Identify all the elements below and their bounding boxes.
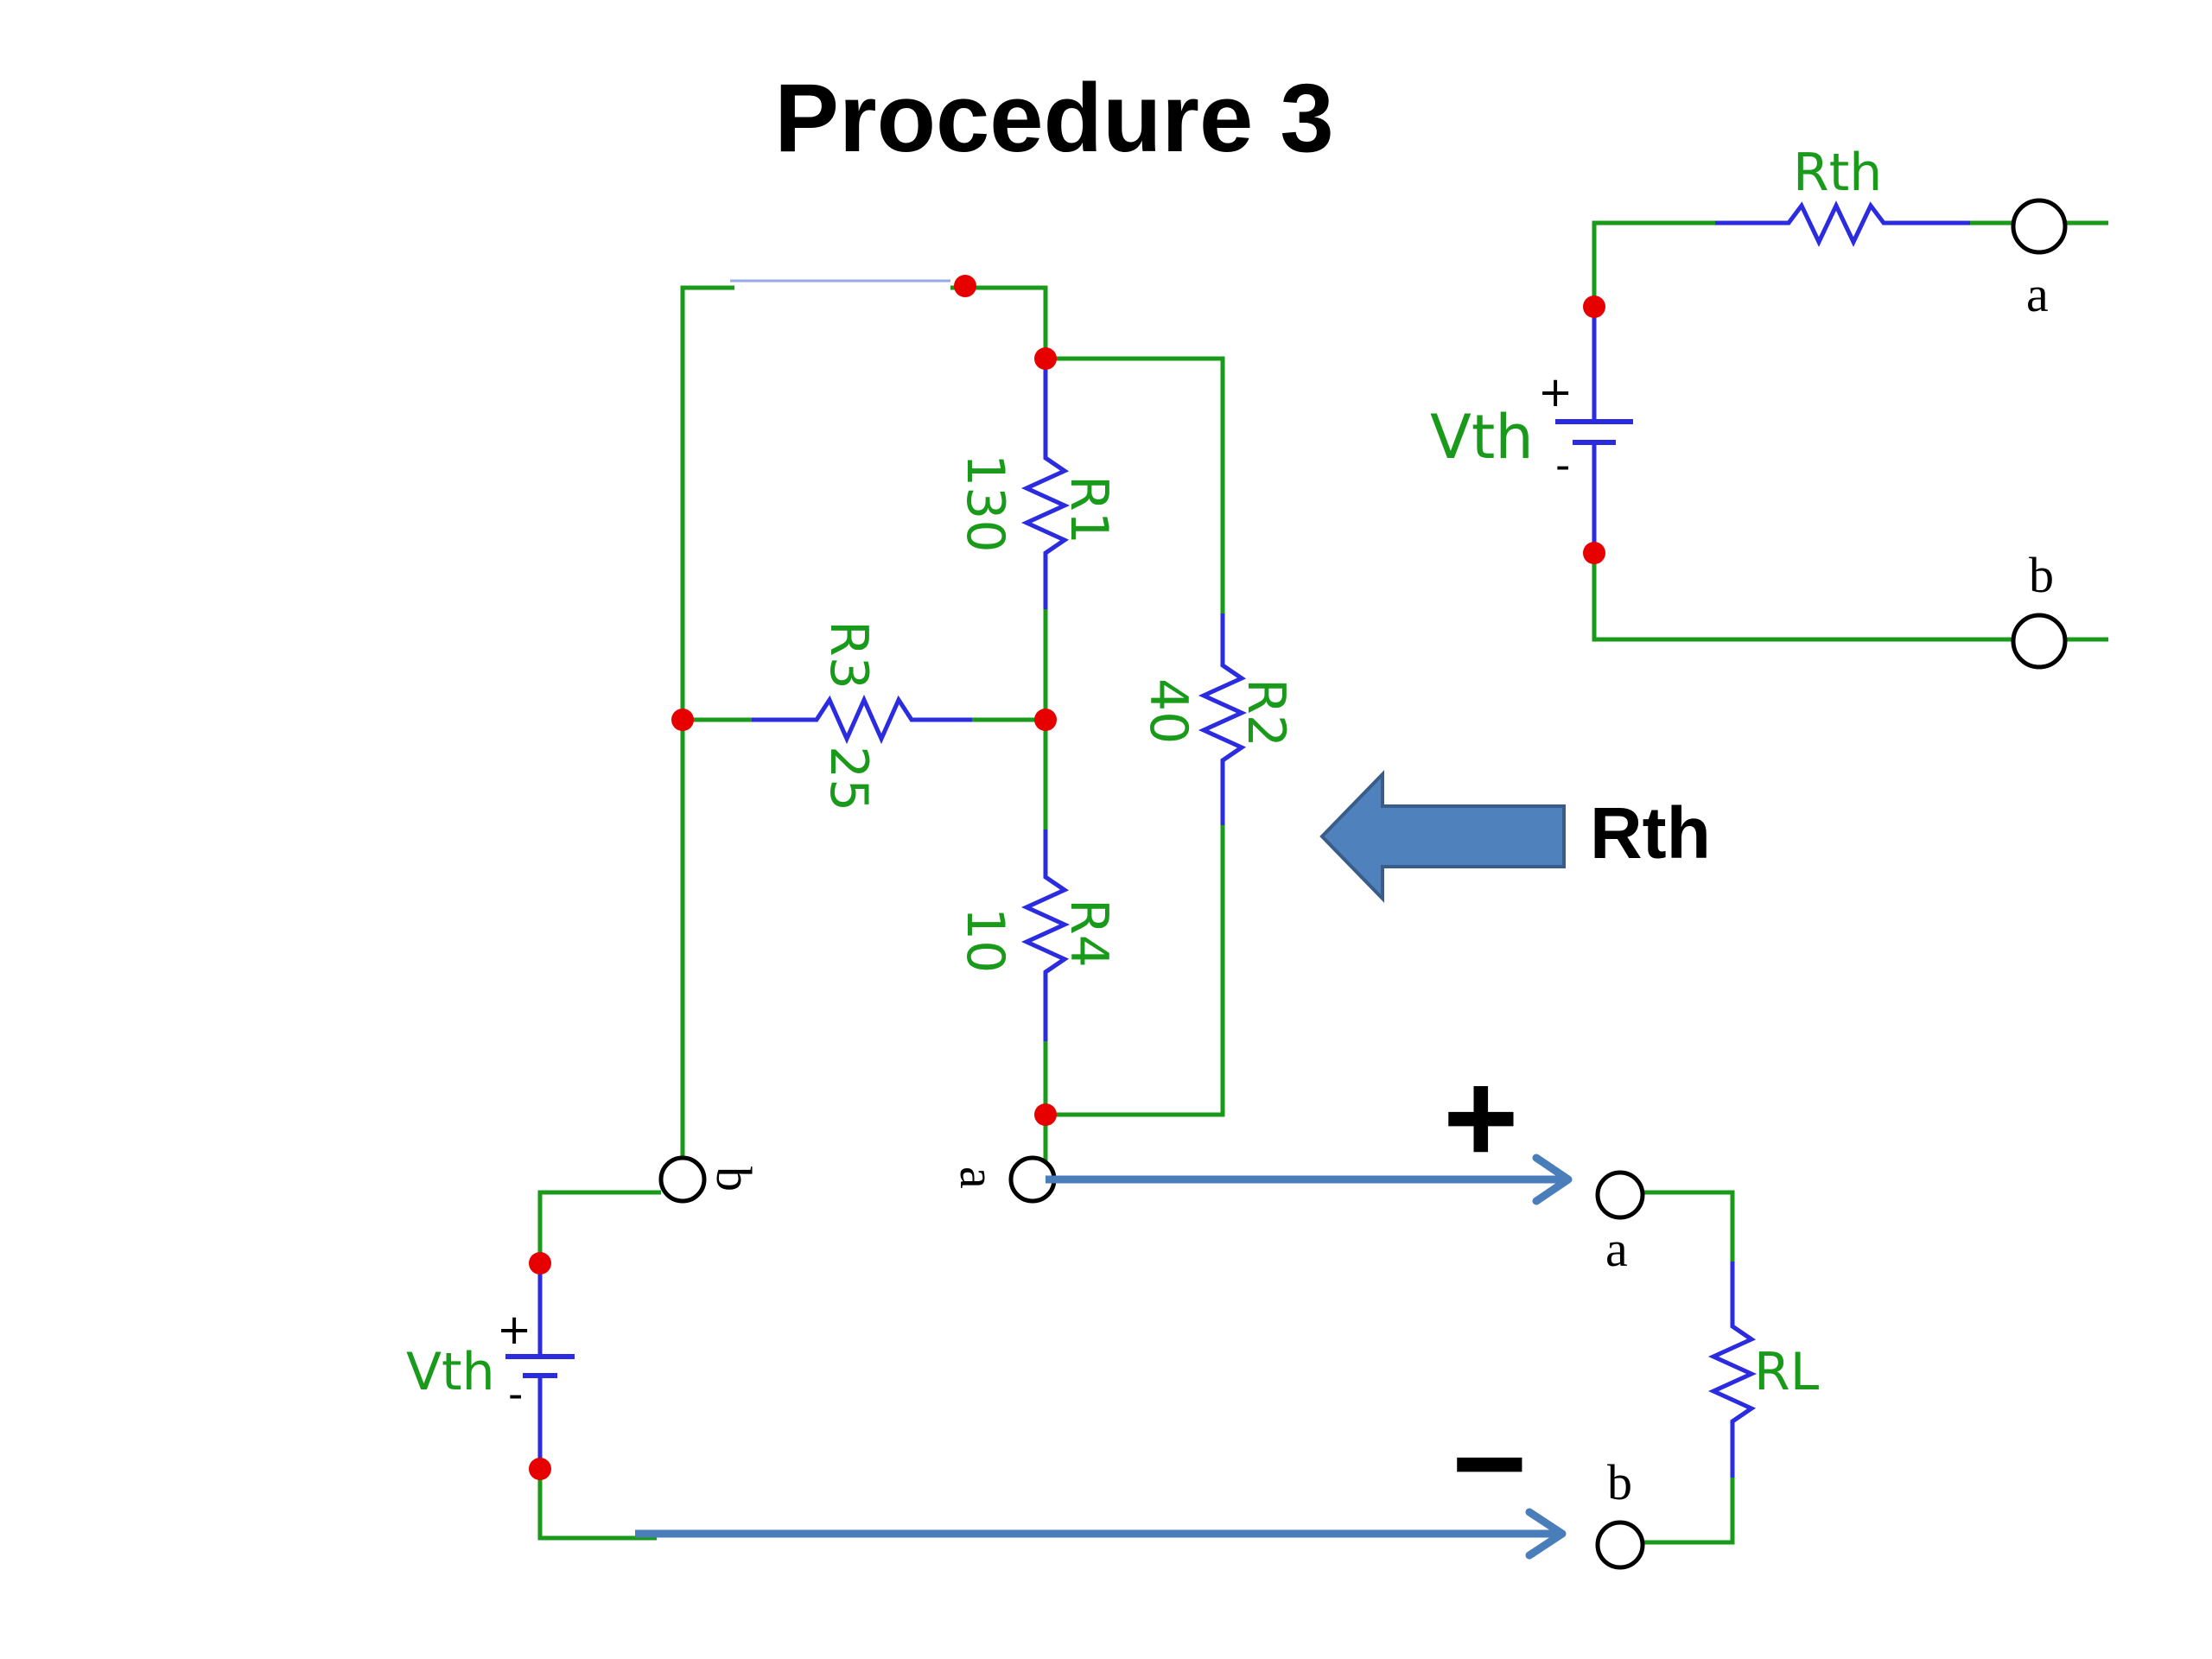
thevenin-equivalent-circuit: Rth Vth + - a b [1430,143,2108,670]
node-top [1034,347,1057,370]
resistor-r3 [808,694,916,745]
arrow-b-head [1525,1508,1567,1560]
src-minus-label: - [508,1370,523,1419]
main-terminal-b [658,1155,707,1204]
load-wire-bottom [1642,1478,1735,1545]
load-rl-label: RL [1754,1342,1820,1402]
th-node-bottom [1583,542,1605,564]
th-wire-bottom [1592,553,2018,642]
page-title: Procedure 3 [774,64,1333,172]
th-minus-label: - [1555,442,1570,490]
th-wire-left-top [1592,220,1715,307]
th-vth-label: Vth [1430,402,1534,473]
main-terminal-b-label: b [706,1166,762,1192]
load-terminal-b-label: b [1607,1454,1632,1510]
rth-arrow-label: Rth [1590,792,1711,874]
node-center [1034,709,1057,731]
src-wire-top [537,1190,661,1263]
minus-sign: − [1452,1390,1528,1535]
src-vth-label: Vth [406,1342,495,1402]
load-wire-top [1642,1190,1735,1262]
plus-sign: + [1443,1045,1519,1190]
r3-name-label: R3 [818,620,879,690]
src-node-top [529,1252,551,1274]
node-left [671,709,694,731]
rth-arrow-shape [1319,770,1566,903]
r1-name-label: R1 [1058,475,1119,544]
node-bottom [1034,1103,1057,1126]
load-resistor-rl [1707,1318,1758,1426]
wire-r2-bottom [1046,825,1225,1117]
wire-top-right [950,285,1048,359]
th-terminal-a [2011,198,2068,255]
src-plus-label: + [497,1306,531,1354]
vth-source-circuit: Vth + - [406,1190,661,1541]
th-node-top [1583,296,1605,318]
rth-arrow: Rth [1319,770,1711,903]
main-resistor-network: R1 130 R2 40 R3 25 R4 10 b a [658,275,1296,1204]
th-rth-label: Rth [1793,143,1882,203]
r1-value-label: 130 [955,454,1015,553]
load-circuit: a b RL [1595,1170,1820,1570]
r4-name-label: R4 [1058,899,1119,968]
src-node-bottom [529,1458,551,1480]
r2-value-label: 40 [1138,678,1198,744]
r2-name-label: R2 [1236,678,1296,747]
th-terminal-b [2011,613,2068,670]
connection-arrows: + − [635,1045,1573,1560]
th-terminal-a-label: a [2026,266,2049,322]
resistor-r1 [1020,449,1071,609]
load-terminal-a [1595,1170,1645,1220]
src-wire-bottom [537,1469,657,1541]
arrow-a-head [1532,1154,1573,1205]
th-plus-label: + [1538,368,1573,416]
th-terminal-b-label: b [2029,547,2054,603]
th-resistor-rth [1780,200,1892,247]
main-terminal-a-label: a [950,1166,1006,1189]
load-terminal-a-label: a [1605,1221,1628,1277]
resistor-r4 [1020,830,1071,976]
r4-value-label: 10 [955,907,1015,973]
load-terminal-b [1595,1520,1645,1570]
node-top-thin [954,275,976,297]
wire-r2-top [1046,356,1225,613]
r3-value-label: 25 [818,746,879,811]
wire-top-left [680,285,734,726]
resistor-r2 [1198,613,1248,825]
